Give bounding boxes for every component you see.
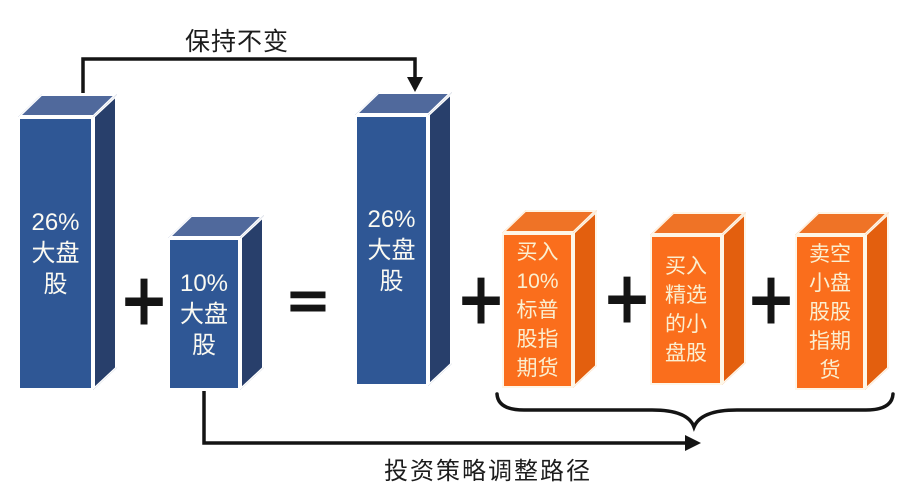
plus-operator-1: +	[118, 257, 170, 343]
bar-front-face: 26% 大盘 股	[18, 117, 93, 390]
bar-front-face: 26% 大盘 股	[355, 115, 428, 386]
plus-operator-2: +	[455, 256, 507, 342]
plus-operator-4: +	[745, 256, 797, 342]
keep-unchanged-arrowhead-icon	[407, 77, 423, 92]
keep-unchanged-arrow-line	[81, 57, 417, 93]
bar-front-face: 10% 大盘 股	[168, 238, 240, 390]
adjustment-path-label: 投资策略调整路径	[384, 458, 592, 485]
equals-operator: =	[284, 266, 332, 335]
bar-label: 10% 大盘 股	[179, 269, 229, 359]
bar-front-face: 买入 10% 标普 股指 期货	[502, 233, 573, 388]
adjustment-path-arrow-line	[202, 391, 687, 445]
bar-label: 26% 大盘 股	[31, 209, 80, 298]
bar-front-face: 买入 精选 的小 盘股	[650, 235, 722, 385]
bar-side-face	[865, 212, 889, 390]
adjustment-path-arrowhead-icon	[685, 435, 701, 451]
plus-operator-3: +	[601, 255, 653, 341]
bar-label: 买入 精选 的小 盘股	[665, 255, 707, 365]
orange-group-brace	[495, 392, 895, 432]
bar-side-face	[573, 210, 597, 388]
bar-front-face: 卖空 小盘 股股 指期 货	[795, 235, 865, 390]
bar-label: 26% 大盘 股	[367, 206, 416, 295]
bar-side-face	[240, 215, 264, 390]
bar-label: 卖空 小盘 股股 指期 货	[809, 243, 851, 382]
bar-label: 买入 10% 标普 股指 期货	[516, 241, 559, 380]
keep-unchanged-label: 保持不变	[184, 28, 289, 56]
